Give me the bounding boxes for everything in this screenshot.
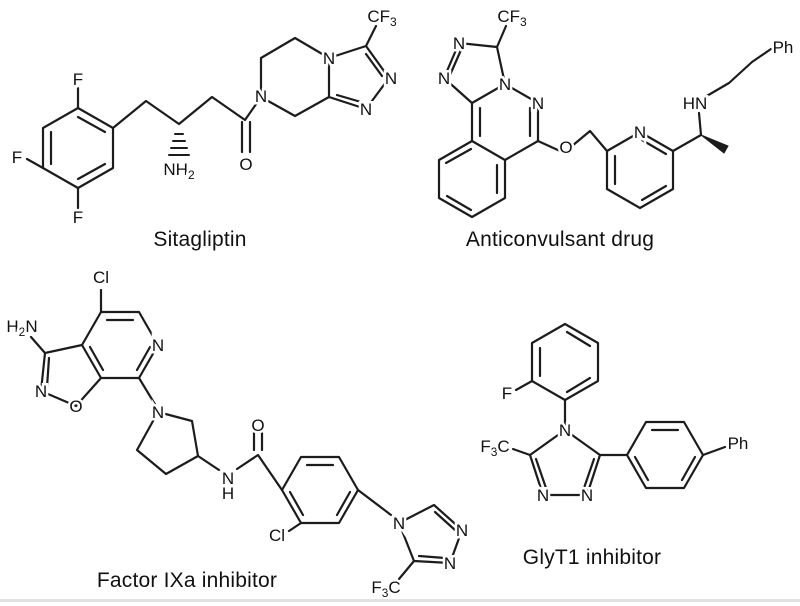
chain-bonds	[25, 24, 391, 210]
hashed-wedge-bond	[168, 133, 190, 156]
bottom-scan-artifact-line	[0, 599, 800, 602]
ring-bonds	[437, 82, 675, 219]
molecule-caption-glyt1: GlyT1 inhibitor	[523, 546, 661, 569]
molecule-caption-anticonvulsant: Anticonvulsant drug	[466, 228, 654, 251]
double-bond-lines	[49, 52, 384, 181]
atom-label-bridgehead-n: N	[499, 75, 511, 94]
atom-label-carbonyl-o: O	[239, 155, 252, 174]
atom-label-f3c: F3C	[371, 578, 400, 600]
chain-bonds	[511, 379, 727, 457]
atom-label-f3c: F3C	[480, 437, 509, 459]
atom-label-f-top: F	[73, 70, 83, 89]
atom-label-amide-n: N	[222, 469, 234, 488]
chain-bonds	[442, 24, 773, 153]
atom-label-cl-ortho: Cl	[269, 526, 285, 545]
atom-label-pyridazine-n: N	[532, 94, 544, 113]
atom-label-ortho-f: F	[502, 384, 512, 403]
molecule-caption-factor-ixa: Factor IXa inhibitor	[97, 569, 277, 592]
atom-label-cf3: CF3	[497, 7, 527, 29]
ring-bonds	[528, 322, 705, 497]
atom-label-pyridine-n: N	[152, 336, 164, 355]
nh2-main: NH	[163, 160, 188, 179]
atom-label-cf3: CF3	[367, 7, 397, 29]
molecule-caption-sitagliptin: Sitagliptin	[153, 228, 246, 251]
sitagliptin-structure: F F F NH2 O N N N N CF3 Sitagliptin	[9, 5, 399, 254]
atom-label-triazole-n4: N	[393, 514, 405, 533]
f3c-pre: F	[371, 578, 381, 597]
atom-label-triazole-n1: N	[360, 100, 372, 119]
double-bond-lines	[534, 330, 697, 490]
atom-label-triazole-n2: N	[537, 486, 549, 505]
atom-label-ether-o: O	[559, 138, 572, 157]
f3c-post: C	[497, 437, 509, 456]
atom-label-triazole-n1: N	[438, 69, 450, 88]
f3c-pre: F	[480, 437, 490, 456]
atom-label-amine-hn: HN	[683, 94, 708, 113]
anticonvulsant-structure: CF3 N N N N O N HN Ph Anticonvulsant dru…	[435, 5, 796, 254]
chain-bonds	[29, 288, 416, 581]
atom-label-triazole-n4: N	[559, 421, 571, 440]
glyt1-structure: N N N F3C F Ph GlyT1 inhibitor	[478, 322, 751, 572]
atom-label-biphenyl-ph: Ph	[728, 434, 749, 453]
atom-label-triazole-n1: N	[444, 554, 456, 573]
atom-label-triazole-n2: N	[385, 69, 397, 88]
atom-label-amide-n: N	[255, 87, 267, 106]
f3c-post: C	[388, 578, 400, 597]
factor-ixa-structure: Cl H2N N N O N N H O Cl N N N F3C Factor…	[4, 266, 471, 603]
atom-label-pyrrolidine-n: N	[152, 403, 164, 422]
cf3-sub: 3	[390, 15, 397, 29]
atom-label-isoxazole-n: N	[35, 382, 47, 401]
f3c-sub: 3	[382, 586, 389, 600]
atom-label-triazole-n1: N	[581, 486, 593, 505]
atom-label-f-left: F	[12, 148, 22, 167]
atom-label-nh2: NH2	[163, 160, 195, 182]
atom-label-f-bottom: F	[73, 208, 83, 227]
atom-label-carbonyl-o: O	[251, 416, 264, 435]
atom-label-h2n: H2N	[6, 317, 37, 339]
atom-label-cl-top: Cl	[93, 268, 109, 287]
double-bond-lines	[45, 318, 457, 560]
double-bond-lines	[444, 48, 668, 212]
atom-label-bridgehead-n: N	[323, 49, 335, 68]
cf3-main: CF	[497, 7, 520, 26]
atom-label-triazole-n2: N	[453, 34, 465, 53]
cf3-main: CF	[367, 7, 390, 26]
h2n-sub: 2	[19, 325, 26, 339]
atom-label-amide-h: H	[222, 484, 234, 503]
atom-label-phenyl-ph: Ph	[773, 38, 794, 57]
h2n-post: N	[25, 317, 37, 336]
atom-label-pyridine-n: N	[634, 123, 646, 142]
nh2-sub: 2	[188, 168, 195, 182]
h2n-pre: H	[6, 317, 18, 336]
wedge-bond-methyl	[700, 134, 729, 154]
atom-label-isoxazole-o: O	[69, 397, 82, 416]
atom-label-triazole-n2: N	[456, 521, 468, 540]
cf3-sub: 3	[520, 15, 527, 29]
f3c-sub: 3	[491, 445, 498, 459]
